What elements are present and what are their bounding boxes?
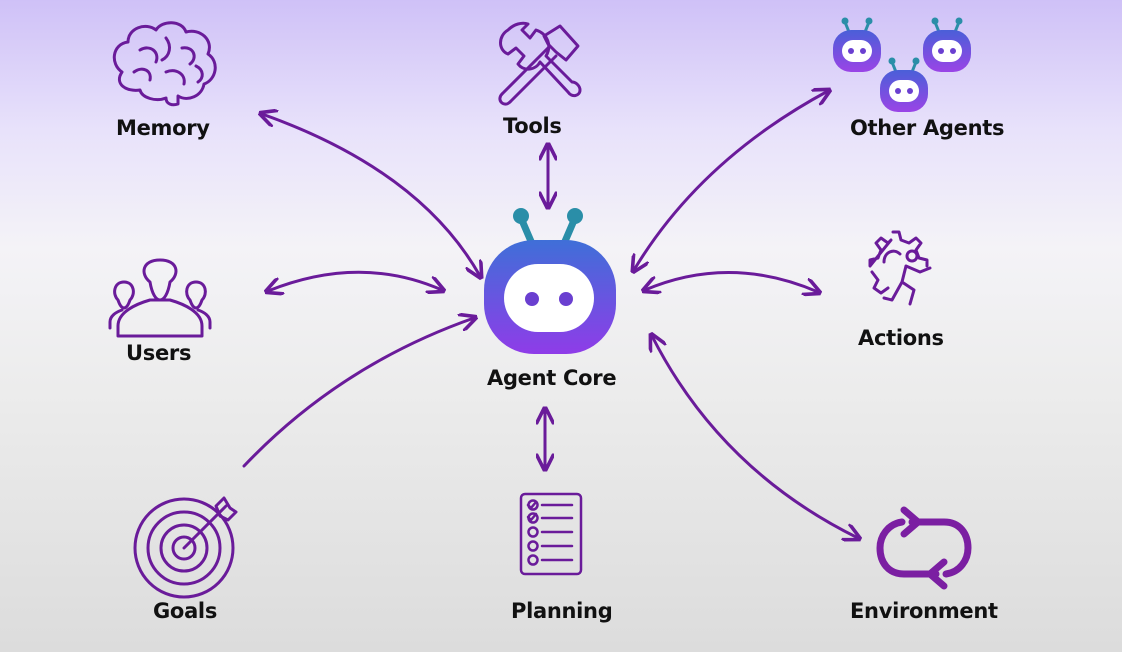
mini-robot-icon (923, 17, 971, 72)
memory-label: Memory (116, 116, 210, 140)
arrow-users-core (268, 270, 442, 291)
arrow-core-environment (652, 336, 858, 538)
checklist-icon (519, 492, 583, 576)
robot-group-icon (833, 17, 971, 112)
target-icon (133, 496, 238, 599)
mini-robot-icon (833, 17, 881, 72)
planning-label: Planning (511, 599, 613, 623)
gear-runner-icon (868, 230, 932, 306)
arrow-other-agents-core (634, 91, 828, 270)
tools-label: Tools (503, 114, 562, 138)
arrow-goals-core (242, 318, 474, 468)
mini-robot-icon (880, 57, 928, 112)
actions-label: Actions (858, 326, 944, 350)
wrench-hammer-icon (498, 21, 582, 106)
cycle-icon (876, 506, 972, 590)
robot-icon (484, 208, 616, 354)
users-icon (108, 258, 212, 338)
goals-label: Goals (153, 599, 218, 623)
brain-icon (112, 21, 217, 107)
environment-label: Environment (850, 599, 998, 623)
other-agents-label: Other Agents (850, 116, 1005, 140)
arrow-memory-core (262, 114, 480, 276)
users-label: Users (126, 341, 192, 365)
arrow-core-actions (645, 271, 818, 292)
agent-core-label: Agent Core (487, 366, 617, 390)
